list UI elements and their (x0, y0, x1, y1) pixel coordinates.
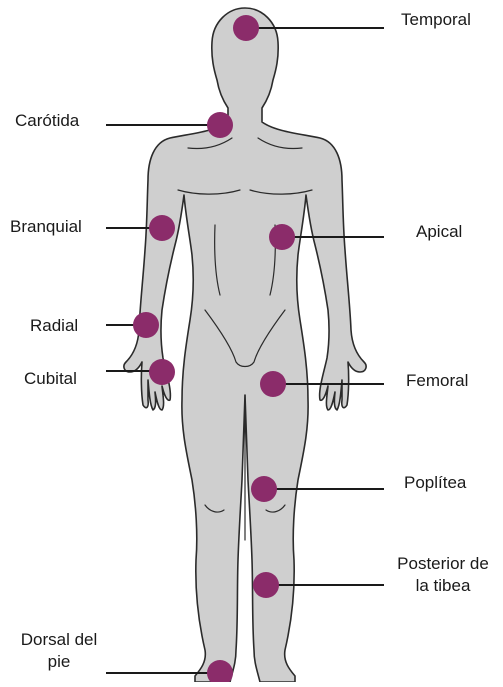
label-poplitea: Poplítea (404, 472, 466, 494)
label-apical: Apical (416, 221, 462, 243)
pulse-point-radial (133, 312, 159, 338)
label-dorsal-pie: Dorsal del pie (4, 629, 114, 673)
label-branquial: Branquial (10, 216, 82, 238)
label-posterior-tibea-line2: la tibea (386, 575, 500, 597)
label-radial: Radial (30, 315, 78, 337)
label-cubital: Cubital (24, 368, 77, 390)
label-carotida: Carótida (15, 110, 79, 132)
pulse-point-temporal (233, 15, 259, 41)
label-dorsal-pie-line2: pie (4, 651, 114, 673)
pulse-point-posterior-tibea (253, 572, 279, 598)
body-outline (124, 8, 366, 682)
label-posterior-tibea: Posterior de la tibea (386, 553, 500, 597)
pulse-point-cubital (149, 359, 175, 385)
label-dorsal-pie-line1: Dorsal del (4, 629, 114, 651)
label-posterior-tibea-line1: Posterior de (386, 553, 500, 575)
label-temporal: Temporal (401, 9, 471, 31)
body-silhouette (124, 8, 366, 682)
pulse-point-poplitea (251, 476, 277, 502)
pulse-point-carotida (207, 112, 233, 138)
pulse-point-branquial (149, 215, 175, 241)
label-femoral: Femoral (406, 370, 468, 392)
pulse-point-femoral (260, 371, 286, 397)
pulse-point-apical (269, 224, 295, 250)
